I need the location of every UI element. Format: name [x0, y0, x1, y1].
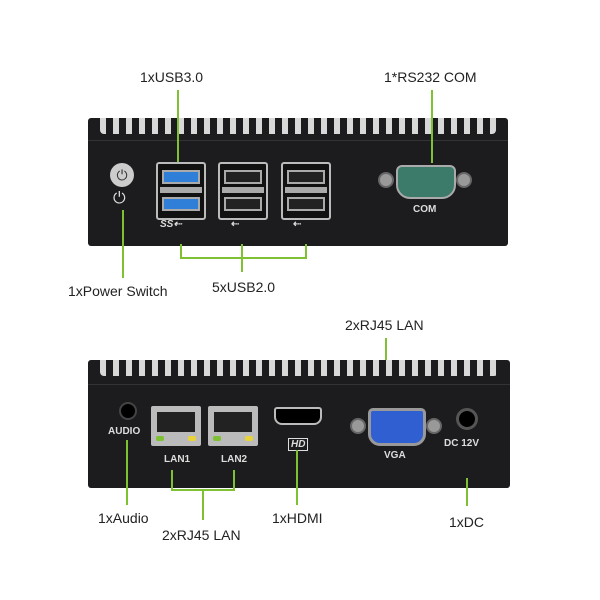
audio-label: AUDIO: [108, 426, 141, 437]
hdmi-port[interactable]: [274, 407, 322, 425]
device-front-panel: ⏻ ⏻ SS⇠ ⇠ ⇠ COM: [88, 118, 508, 246]
usb3-port[interactable]: [156, 162, 206, 220]
vga-label: VGA: [384, 450, 406, 461]
usb2-port[interactable]: [281, 162, 331, 220]
vga-port[interactable]: [368, 408, 426, 446]
ss-text: SS: [160, 219, 174, 230]
usb2-callout: 5xUSB2.0: [212, 279, 276, 295]
dc-jack[interactable]: [456, 408, 478, 430]
dc-callout: 1xDC: [449, 514, 485, 530]
usb-icon: ⇠: [293, 219, 302, 230]
usb3-callout: 1xUSB3.0: [140, 69, 204, 85]
cooling-fins: [100, 118, 496, 134]
power-callout: 1xPower Switch: [68, 283, 168, 299]
usb2-port[interactable]: [218, 162, 268, 220]
hdmi-callout: 1xHDMI: [272, 510, 323, 526]
rj45-callout-top: 2xRJ45 LAN: [345, 317, 424, 333]
dc-label: DC 12V: [444, 438, 480, 449]
lan1-label: LAN1: [164, 454, 191, 465]
lan2-label: LAN2: [221, 454, 248, 465]
hd-logo: HD: [288, 438, 309, 451]
rj45-callout-bottom: 2xRJ45 LAN: [162, 527, 241, 543]
lan2-port[interactable]: [208, 406, 258, 446]
cooling-fins: [100, 360, 498, 376]
power-icon: ⏻: [113, 190, 126, 207]
audio-jack[interactable]: [119, 402, 137, 420]
device-rear-panel: AUDIO LAN1 LAN2 HD VGA DC 12V: [88, 360, 510, 488]
rs232-callout: 1*RS232 COM: [384, 69, 477, 85]
com-label: COM: [413, 204, 437, 215]
audio-callout: 1xAudio: [98, 510, 149, 526]
ss-usb-logo: SS⇠: [160, 219, 182, 230]
power-button[interactable]: ⏻: [110, 163, 134, 187]
com-port[interactable]: [396, 165, 456, 199]
usb-icon: ⇠: [231, 219, 240, 230]
lan1-port[interactable]: [151, 406, 201, 446]
